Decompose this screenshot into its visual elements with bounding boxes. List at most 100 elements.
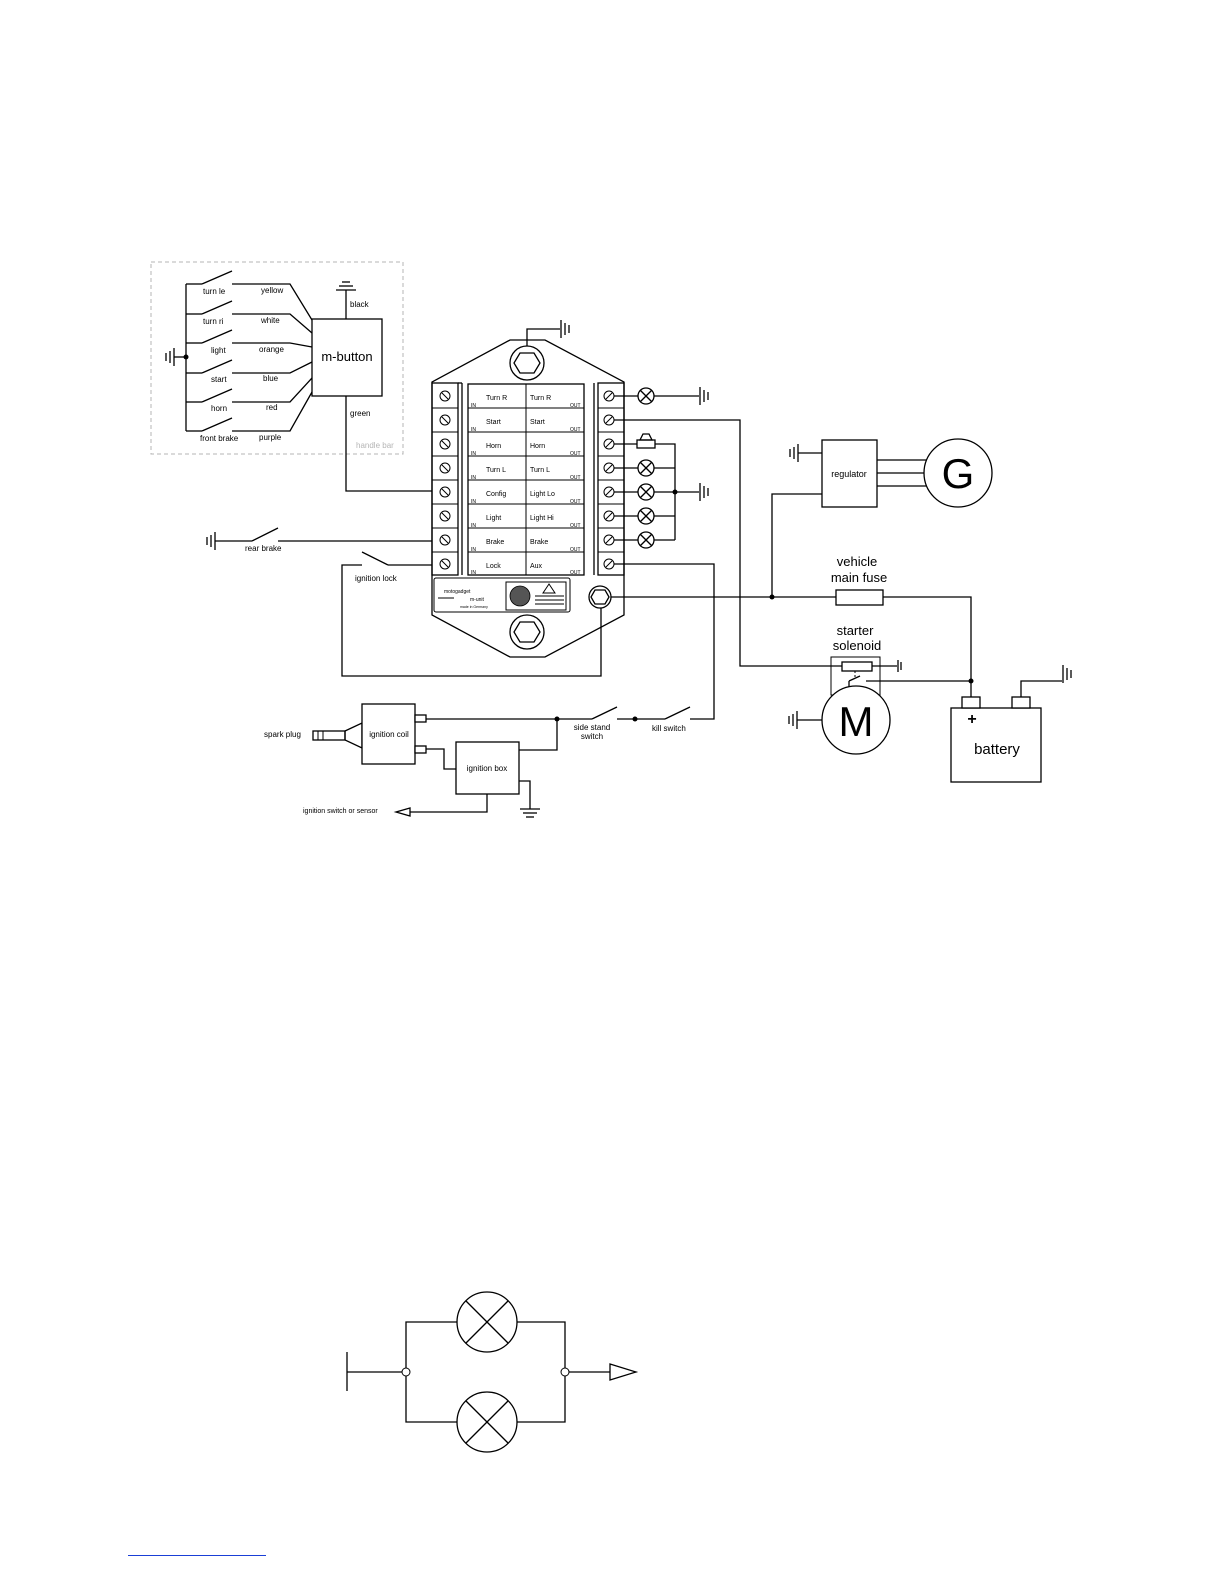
ground-icon — [897, 660, 902, 672]
m-unit-body — [431, 339, 625, 658]
lamp-icon — [637, 483, 655, 501]
handlebar-ground-icon — [165, 348, 186, 366]
handlebar-area — [150, 261, 404, 455]
ignition-group: spark plug ignition coil side stand swit… — [264, 703, 691, 818]
speaker-icon — [509, 585, 531, 607]
spark-plug-label: spark plug — [264, 730, 301, 739]
wire-label-yellow: yellow — [261, 286, 283, 295]
ignition-box-label: ignition box — [467, 764, 507, 773]
wire-label-orange: orange — [259, 345, 284, 354]
switch-label-turn-ri: turn ri — [203, 317, 224, 326]
switch-label-turn-le: turn le — [203, 287, 226, 296]
ground-icon — [520, 808, 540, 818]
generator-icon — [923, 438, 993, 508]
wire-label-black: black — [350, 300, 370, 309]
output-label: Turn L — [530, 467, 550, 474]
out-tag: OUT — [570, 475, 581, 481]
lamp-icon — [637, 459, 655, 477]
lamp-icon — [637, 531, 655, 549]
out-tag: OUT — [570, 523, 581, 529]
output-label: Turn R — [530, 395, 551, 402]
in-tag: IN — [471, 427, 476, 433]
brand-logo: motogadget — [444, 589, 471, 595]
ground-icon — [1062, 665, 1072, 683]
mbutton-box — [311, 318, 383, 397]
out-tag: OUT — [570, 403, 581, 409]
power-group: vehicle main fuse starter solenoid M — [788, 554, 1072, 783]
in-tag: IN — [471, 403, 476, 409]
output-label: Horn — [530, 443, 545, 450]
handlebar-area-label: handle bar — [356, 441, 394, 450]
input-label: Light — [486, 515, 501, 522]
lamp-icon — [637, 387, 655, 405]
bottom-mount-icon — [509, 614, 545, 650]
wire-label-green: green — [350, 409, 370, 418]
ignition-coil-box — [361, 703, 416, 765]
spark-plug-icon — [312, 721, 363, 750]
battery-plus: + — [967, 711, 976, 728]
switch-label-start: start — [211, 375, 227, 384]
top-mount-icon — [509, 345, 545, 381]
output-label: Light Lo — [530, 491, 555, 498]
arrow-right-icon — [609, 1363, 639, 1381]
ground-icon — [789, 444, 799, 462]
output-label: Aux — [530, 563, 543, 570]
regulator-box — [821, 439, 878, 508]
wire-label-blue: blue — [263, 374, 279, 383]
ground-icon — [699, 387, 709, 405]
left-terminals — [432, 390, 458, 570]
switch-label-light: light — [211, 346, 226, 355]
footer-link-underline[interactable] — [128, 1555, 266, 1556]
ignition-lock-label: ignition lock — [355, 574, 398, 583]
out-tag: OUT — [570, 499, 581, 505]
wire-label-red: red — [266, 403, 278, 412]
input-label: Lock — [486, 563, 501, 570]
output-loads — [611, 387, 842, 720]
handlebar-group: handle bar turn le turn — [150, 261, 432, 492]
output-label: Light Hi — [530, 515, 554, 522]
switch-label-front-brake: front brake — [200, 434, 239, 443]
wire-label-purple: purple — [259, 433, 282, 442]
ignition-coil-label: ignition coil — [369, 730, 409, 739]
in-tag: IN — [471, 499, 476, 505]
handlebar-switches — [186, 270, 313, 432]
model-label: m-unit — [470, 597, 485, 603]
arrow-left-icon — [393, 807, 411, 817]
regulator-label: regulator — [831, 469, 867, 479]
switch-label-horn: horn — [211, 404, 227, 413]
in-tag: IN — [471, 475, 476, 481]
battery-label: battery — [974, 741, 1020, 758]
side-stand-label-line1: side stand — [574, 723, 610, 732]
fuse-label-line1: vehicle — [837, 554, 877, 569]
out-tag: OUT — [570, 427, 581, 433]
solenoid-coil-icon — [841, 661, 873, 672]
in-tag: IN — [471, 570, 476, 576]
in-tag: IN — [471, 451, 476, 457]
kill-switch-label: kill switch — [652, 724, 686, 733]
main-fuse-icon — [835, 589, 884, 606]
solenoid-label-line1: starter — [837, 623, 875, 638]
input-label: Brake — [486, 539, 504, 546]
solenoid-label-line2: solenoid — [833, 638, 881, 653]
parallel-lamps — [346, 1291, 639, 1453]
power-terminal-icon — [588, 585, 612, 609]
starter-motor-label: M — [839, 698, 874, 745]
unit-ground-icon — [560, 320, 570, 338]
battery-box — [950, 707, 1042, 783]
ignition-box — [455, 741, 520, 795]
out-tag: OUT — [570, 570, 581, 576]
charging-group: regulator G — [789, 438, 993, 508]
input-label: Config — [486, 491, 506, 498]
input-label: Turn L — [486, 467, 506, 474]
ground-icon — [699, 483, 709, 501]
warning-icon — [535, 583, 564, 605]
mbutton-ground-icon — [336, 281, 356, 291]
in-tag: IN — [471, 547, 476, 553]
rear-brake-label: rear brake — [245, 544, 282, 553]
in-tag: IN — [471, 523, 476, 529]
ground-icon — [788, 711, 798, 729]
input-switches: rear brake ignition lock — [206, 527, 602, 677]
m-unit: Turn R Start Horn Turn L Config Light Br… — [431, 320, 625, 658]
generator-label: G — [942, 450, 975, 497]
